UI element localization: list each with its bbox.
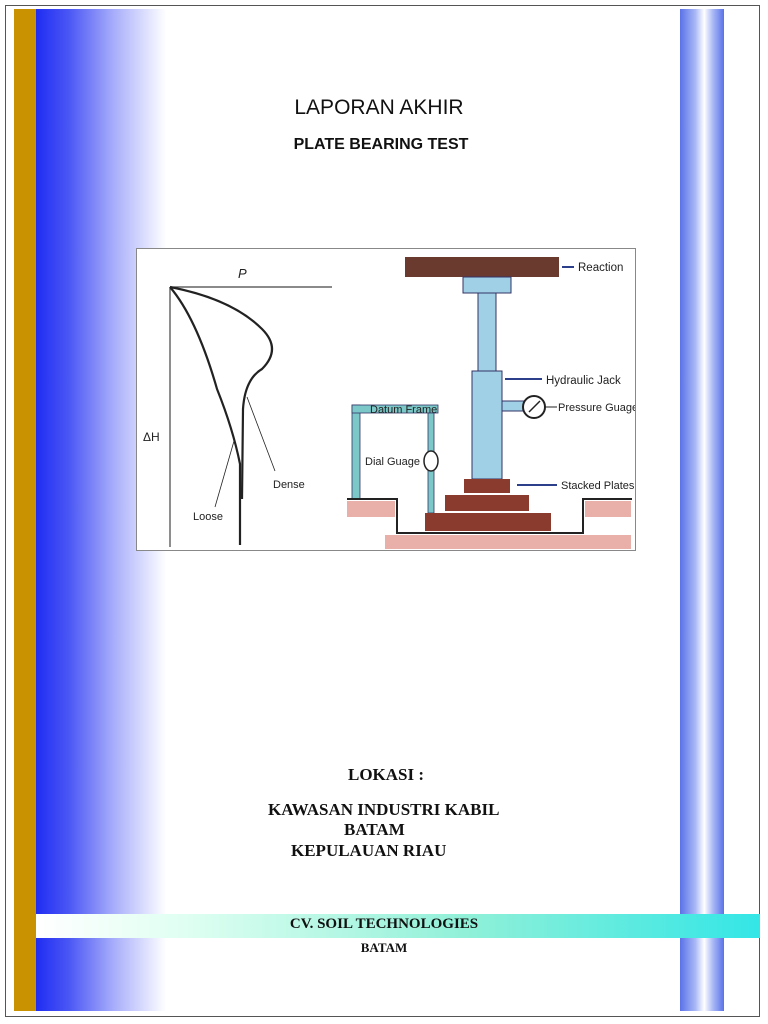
gauge-arm: [501, 400, 525, 412]
soil-left: [347, 501, 395, 517]
soil-bottom: [385, 535, 631, 549]
reaction-label: Reaction: [578, 262, 623, 274]
reaction-beam: [405, 257, 559, 277]
jack-cap: [462, 276, 512, 294]
pressure-guage-label: Pressure Guage: [558, 402, 635, 414]
datum-frame-beam: [351, 404, 439, 414]
company-city: BATAM: [360, 940, 408, 955]
dense-curve: [169, 285, 274, 500]
location-line-1: KAWASAN INDUSTRI KABIL: [268, 800, 500, 819]
loose-pointer: [214, 440, 235, 508]
plate-top: [464, 479, 510, 493]
company-name: CV. SOIL TECHNOLOGIES: [289, 916, 479, 932]
datum-frame-label: Datum Frame: [370, 404, 437, 416]
gauge-needle: [528, 400, 541, 413]
stacked-plates-label: Stacked Plates: [561, 480, 635, 492]
p-label: P: [238, 266, 247, 281]
left-gold-stripe: [14, 9, 36, 1011]
dh-label: ΔH: [143, 430, 160, 444]
location-line-3: KEPULAUAN RIAU: [291, 841, 447, 860]
dense-pointer: [246, 396, 276, 472]
dial-guage-label: Dial Guage: [365, 456, 420, 468]
right-blue-stripe: [680, 9, 724, 1011]
datum-frame-post: [351, 404, 361, 500]
jack-piston: [477, 292, 497, 372]
report-title: LAPORAN AKHIR: [294, 96, 464, 119]
loose-curve: [169, 286, 242, 545]
loose-label: Loose: [193, 511, 223, 523]
location-label: LOKASI :: [348, 765, 425, 784]
plate-bearing-figure: P ΔH Loose Dense Reaction Hydraulic Jack…: [136, 248, 638, 551]
location-line-2: BATAM: [344, 820, 405, 839]
page-border: [5, 5, 760, 1017]
report-subtitle: PLATE BEARING TEST: [293, 136, 469, 153]
hydraulic-jack-body: [471, 370, 503, 480]
dense-label: Dense: [273, 479, 305, 491]
figure-svg: P ΔH Loose Dense Reaction Hydraulic Jack…: [143, 257, 638, 549]
hydraulic-jack-label: Hydraulic Jack: [546, 375, 621, 387]
dial-gauge-icon: [423, 450, 439, 472]
ground-surface: [347, 498, 632, 534]
plate-middle: [445, 495, 529, 511]
soil-right: [585, 501, 631, 517]
plate-bottom: [425, 513, 551, 531]
company-band: [36, 914, 760, 938]
